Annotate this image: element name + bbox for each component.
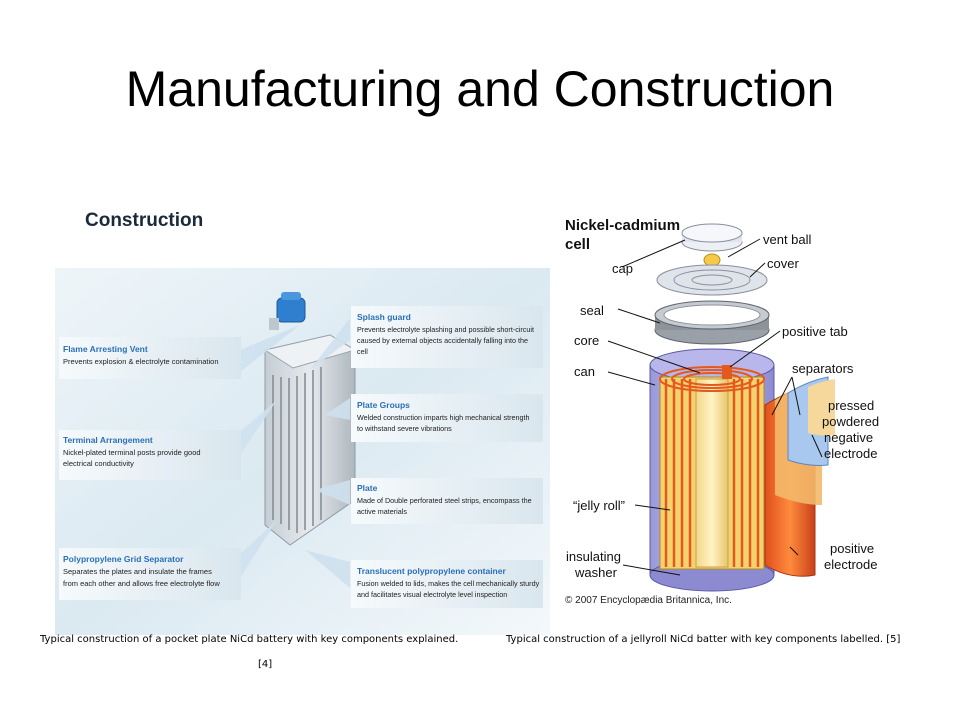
label-jelly-roll: “jelly roll” [573, 498, 625, 513]
cell-heading-line2: cell [565, 236, 590, 253]
seal-ring [654, 300, 770, 345]
jellyroll-figure: Nickel-cadmium cell [560, 205, 945, 615]
label-vent-ball: vent ball [763, 232, 812, 247]
label-separators: separators [792, 361, 854, 376]
label-positive-tab: positive tab [782, 324, 848, 339]
jellyroll-diagram: Nickel-cadmium cell [565, 217, 879, 606]
svg-text:Flame Arresting Vent: Flame Arresting Vent [63, 344, 148, 354]
label-pressed-2: powdered [822, 414, 879, 429]
svg-text:Welded construction imparts hi: Welded construction imparts high mechani… [357, 413, 529, 422]
svg-text:to withstand severe vibration: to withstand severe vibrations [357, 424, 452, 433]
core [695, 378, 729, 568]
unrolled-electrodes [764, 376, 835, 577]
callout-splash-guard: Splash guard Prevents electrolyte splash… [351, 306, 543, 368]
label-core: core [574, 333, 599, 348]
label-can: can [574, 364, 595, 379]
label-pressed-1: pressed [828, 398, 874, 413]
slide-title: Manufacturing and Construction [125, 61, 835, 117]
svg-text:caused by external objects acc: caused by external objects accidentally … [357, 336, 528, 345]
label-insulating-1: insulating [566, 549, 621, 564]
pocket-plate-diagram: Construction Flame Arresting Vent Preven… [55, 210, 550, 635]
jelly-roll [659, 365, 765, 570]
cell-heading-line1: Nickel-cadmium [565, 217, 680, 234]
component-labels: vent ball cap cover seal core positive t… [566, 232, 879, 580]
copyright-notice: © 2007 Encyclopædia Britannica, Inc. [565, 595, 732, 606]
cap-assembly [656, 223, 768, 296]
svg-text:Splash guard: Splash guard [357, 312, 411, 322]
caption-left: Typical construction of a pocket plate N… [40, 634, 459, 645]
callout-plate: Plate Made of Double perforated steel st… [351, 478, 543, 524]
svg-text:Polypropylene Grid Separator: Polypropylene Grid Separator [63, 554, 184, 564]
label-pressed-4: electrode [824, 446, 877, 461]
leader-lines [607, 238, 823, 576]
svg-text:Fusion welded to lids, makes t: Fusion welded to lids, makes the cell me… [357, 579, 540, 588]
label-insulating-2: washer [574, 565, 618, 580]
callout-translucent-container: Translucent polypropylene container Fusi… [351, 560, 543, 608]
label-cap: cap [612, 261, 633, 276]
svg-text:Plate: Plate [357, 483, 378, 493]
caption-reference: [4] [258, 659, 273, 670]
caption-right: Typical construction of a jellyroll NiCd… [506, 634, 901, 645]
svg-text:Prevents explosion & electroly: Prevents explosion & electrolyte contami… [63, 357, 219, 366]
svg-text:Terminal Arrangement: Terminal Arrangement [63, 435, 153, 445]
vent-ball [703, 253, 721, 267]
label-cover: cover [767, 256, 799, 271]
svg-text:Prevents electrolyte splashing: Prevents electrolyte splashing and possi… [357, 325, 534, 334]
svg-text:Separates the plates and insul: Separates the plates and insulate the fr… [63, 567, 212, 576]
svg-text:Translucent polypropylene cont: Translucent polypropylene container [357, 566, 506, 576]
svg-text:and facilitates visual electro: and facilitates visual electrolyte level… [357, 590, 507, 599]
callout-pointers [240, 318, 350, 588]
positive-tab [722, 365, 732, 379]
svg-text:cell: cell [357, 347, 368, 356]
label-positive-2: electrode [824, 557, 877, 572]
svg-text:Made of Double perforated stee: Made of Double perforated steel strips, … [357, 496, 532, 505]
callout-polypropylene-grid-separator: Polypropylene Grid Separator Separates t… [59, 548, 241, 600]
label-positive-1: positive [830, 541, 874, 556]
pocket-plate-figure: Construction Flame Arresting Vent Preven… [55, 200, 550, 635]
svg-text:electrical conductivity: electrical conductivity [63, 459, 134, 468]
callout-plate-groups: Plate Groups Welded construction imparts… [351, 394, 543, 442]
vent-cap [276, 297, 306, 323]
svg-text:from each other and allows fre: from each other and allows free electrol… [63, 579, 220, 588]
svg-text:Plate Groups: Plate Groups [357, 400, 410, 410]
construction-heading: Construction [85, 210, 203, 231]
svg-text:active materials: active materials [357, 507, 407, 516]
svg-text:Nickel-plated terminal posts p: Nickel-plated terminal posts provide goo… [63, 448, 201, 457]
label-pressed-3: negative [824, 430, 873, 445]
label-seal: seal [580, 303, 604, 318]
callout-terminal-arrangement: Terminal Arrangement Nickel-plated termi… [59, 430, 241, 480]
callout-flame-arresting-vent: Flame Arresting Vent Prevents explosion … [59, 337, 241, 379]
